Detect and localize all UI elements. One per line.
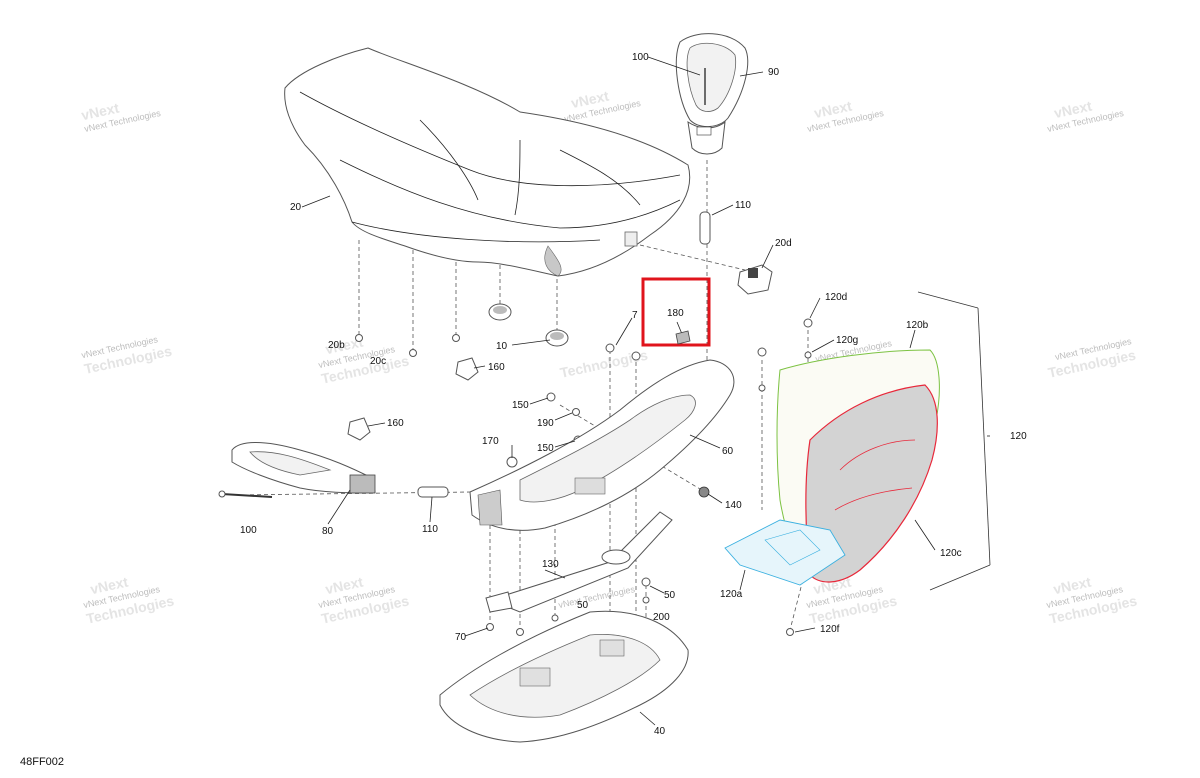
base-tray-part — [439, 610, 689, 743]
label-110: 110 — [422, 524, 438, 535]
pin-part — [699, 211, 711, 245]
label-40: 40 — [654, 726, 666, 737]
leader-lines — [301, 56, 990, 726]
diagram-reference-code: 48FF002 — [20, 756, 64, 768]
label-180: 180 — [667, 308, 684, 319]
latch-part — [737, 264, 773, 295]
label-110: 110 — [735, 200, 751, 211]
label-140: 140 — [725, 500, 742, 511]
seat-frame-part — [469, 359, 735, 531]
watermark-big: vNext — [1053, 97, 1094, 121]
label-20d: 20d — [775, 238, 792, 249]
label-80: 80 — [322, 526, 334, 537]
label-120b: 120b — [906, 320, 929, 331]
label-120f: 120f — [820, 624, 840, 635]
watermark-big: vNext — [324, 334, 365, 358]
watermark-big: vNext — [324, 574, 365, 598]
label-170: 170 — [482, 436, 499, 447]
label-70: 70 — [455, 632, 467, 643]
label-120: 120 — [1010, 431, 1027, 442]
part-labels: 100 90 20 110 20d 180 7 120d 120b 120g 2… — [240, 52, 1027, 737]
label-10: 10 — [496, 341, 508, 352]
grab-handle-part — [231, 442, 376, 494]
watermark-big: vNext — [570, 87, 611, 111]
backrest-part — [675, 33, 749, 155]
label-100: 100 — [240, 525, 257, 536]
label-60: 60 — [722, 446, 734, 457]
highlight-box[interactable] — [641, 277, 711, 347]
label-120d: 120d — [825, 292, 847, 303]
label-120g: 120g — [836, 335, 858, 346]
rod-part — [218, 486, 449, 498]
label-90: 90 — [768, 67, 780, 78]
watermark-big: vNext — [1052, 574, 1093, 598]
label-130: 130 — [542, 559, 559, 570]
label-50: 50 — [664, 590, 676, 601]
seat-cushion-part — [284, 47, 691, 277]
label-120c: 120c — [940, 548, 962, 559]
label-100: 100 — [632, 52, 649, 63]
label-200: 200 — [653, 612, 670, 623]
label-20c: 20c — [370, 356, 386, 367]
storage-bin-part — [724, 291, 991, 591]
label-190: 190 — [537, 418, 554, 429]
bracket-part — [485, 511, 673, 613]
clip-part — [347, 357, 479, 441]
label-150: 150 — [512, 400, 529, 411]
watermark-big: vNext — [80, 100, 121, 124]
highlighted-part-180[interactable] — [641, 277, 711, 347]
label-20b: 20b — [328, 340, 345, 351]
label-150: 150 — [537, 443, 554, 454]
label-160: 160 — [387, 418, 404, 429]
label-50: 50 — [577, 600, 589, 611]
watermark-big: vNext — [813, 97, 854, 121]
label-7: 7 — [632, 310, 638, 321]
label-160: 160 — [488, 362, 505, 373]
label-120a: 120a — [720, 589, 743, 600]
grommet-part — [488, 303, 569, 347]
label-20: 20 — [290, 202, 302, 213]
watermark-big: vNext — [89, 574, 130, 598]
